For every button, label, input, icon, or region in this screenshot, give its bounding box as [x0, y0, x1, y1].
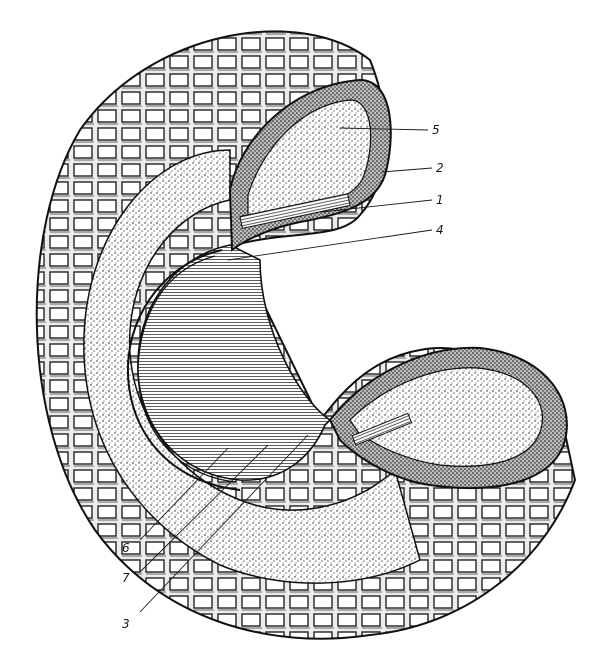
callout-leaders [139, 127, 433, 613]
callout-1: 1 [436, 193, 444, 207]
leader-6 [139, 447, 229, 541]
lower-inner-cavity [349, 367, 544, 467]
leader-2 [381, 167, 433, 173]
lower-rim-strip [351, 412, 413, 446]
upper-rim-strip [239, 193, 351, 229]
callout-labels: 5 2 1 4 6 7 3 [122, 123, 444, 631]
rim-flange-inner [137, 255, 237, 483]
leader-3 [139, 434, 309, 613]
rim-flange [126, 249, 241, 491]
leader-1 [321, 199, 433, 213]
leader-7 [139, 444, 269, 573]
callout-2: 2 [436, 161, 444, 175]
wheel-rim [137, 244, 332, 481]
callout-5: 5 [432, 123, 440, 137]
leader-5 [339, 127, 429, 131]
callout-6: 6 [122, 541, 130, 555]
tire-sidewall [83, 149, 421, 584]
callout-4: 4 [436, 223, 444, 237]
tire-illustration [35, 30, 577, 640]
callout-7: 7 [122, 571, 130, 585]
callout-3: 3 [122, 617, 130, 631]
leader-4 [227, 229, 433, 261]
